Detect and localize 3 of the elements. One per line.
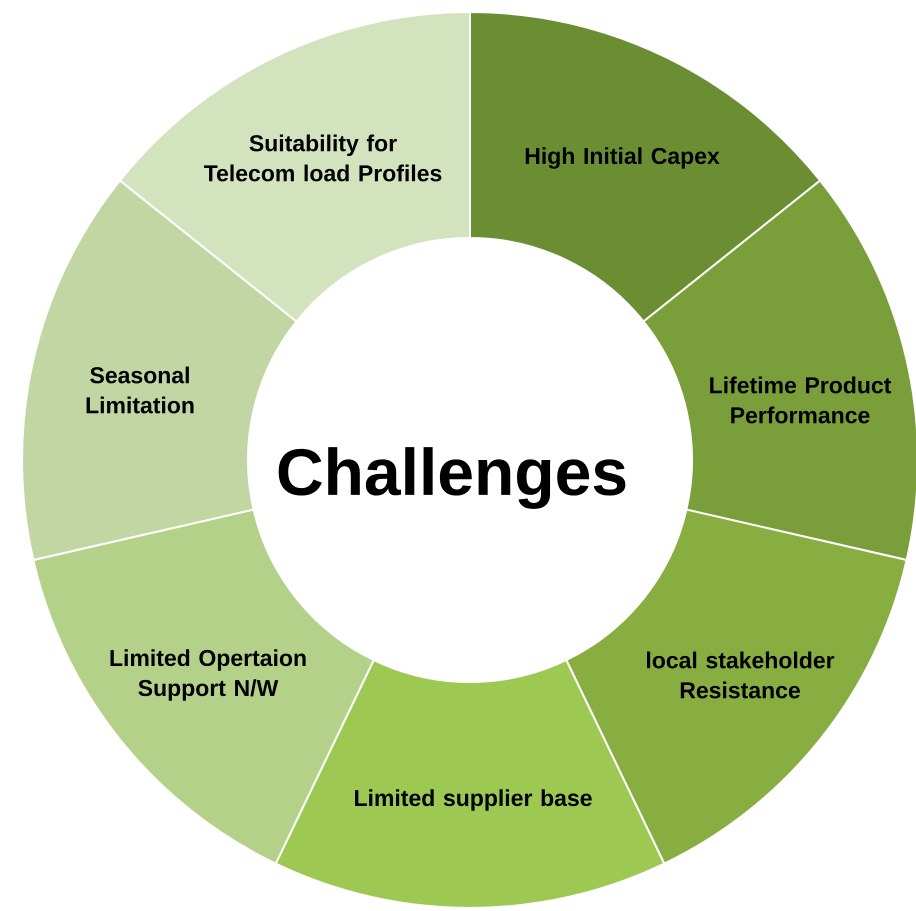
ring-segment: Suitability for Telecom load Profiles	[118, 11, 471, 322]
ring-segment: Lifetime Product Performance	[642, 180, 916, 561]
ring-segment: High Initial Capex	[469, 11, 822, 322]
